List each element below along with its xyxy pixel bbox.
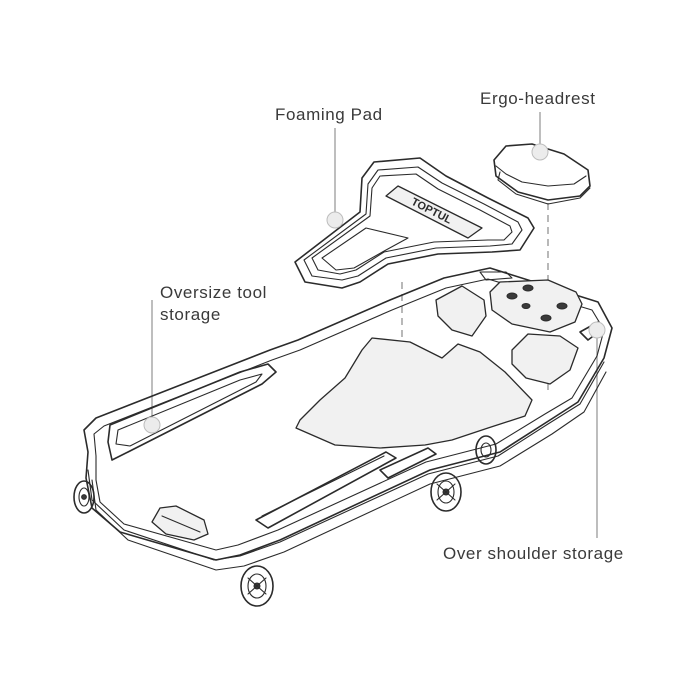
foaming-pad-label: Foaming Pad [275, 105, 383, 124]
ergo-headrest-callout-dot [531, 143, 549, 161]
shoulder-storage-callout-dot [588, 321, 606, 339]
caster-wheel-rear-left [475, 435, 497, 465]
caster-wheel-rear-right [430, 472, 462, 512]
caster-wheel-front-left [73, 480, 95, 514]
oversize-tool-storage-label-line1: Oversize tool [160, 283, 268, 302]
tool-storage-callout-dot [143, 416, 161, 434]
oversize-tool-storage-label-line2: storage [160, 305, 221, 324]
foaming-pad-callout-dot [326, 211, 344, 229]
over-shoulder-storage-label: Over shoulder storage [443, 544, 624, 563]
caster-wheel-front-right [240, 565, 274, 607]
ergo-headrest-label: Ergo-headrest [480, 89, 596, 108]
creeper-body [83, 267, 613, 571]
ergo-headrest [493, 143, 591, 205]
